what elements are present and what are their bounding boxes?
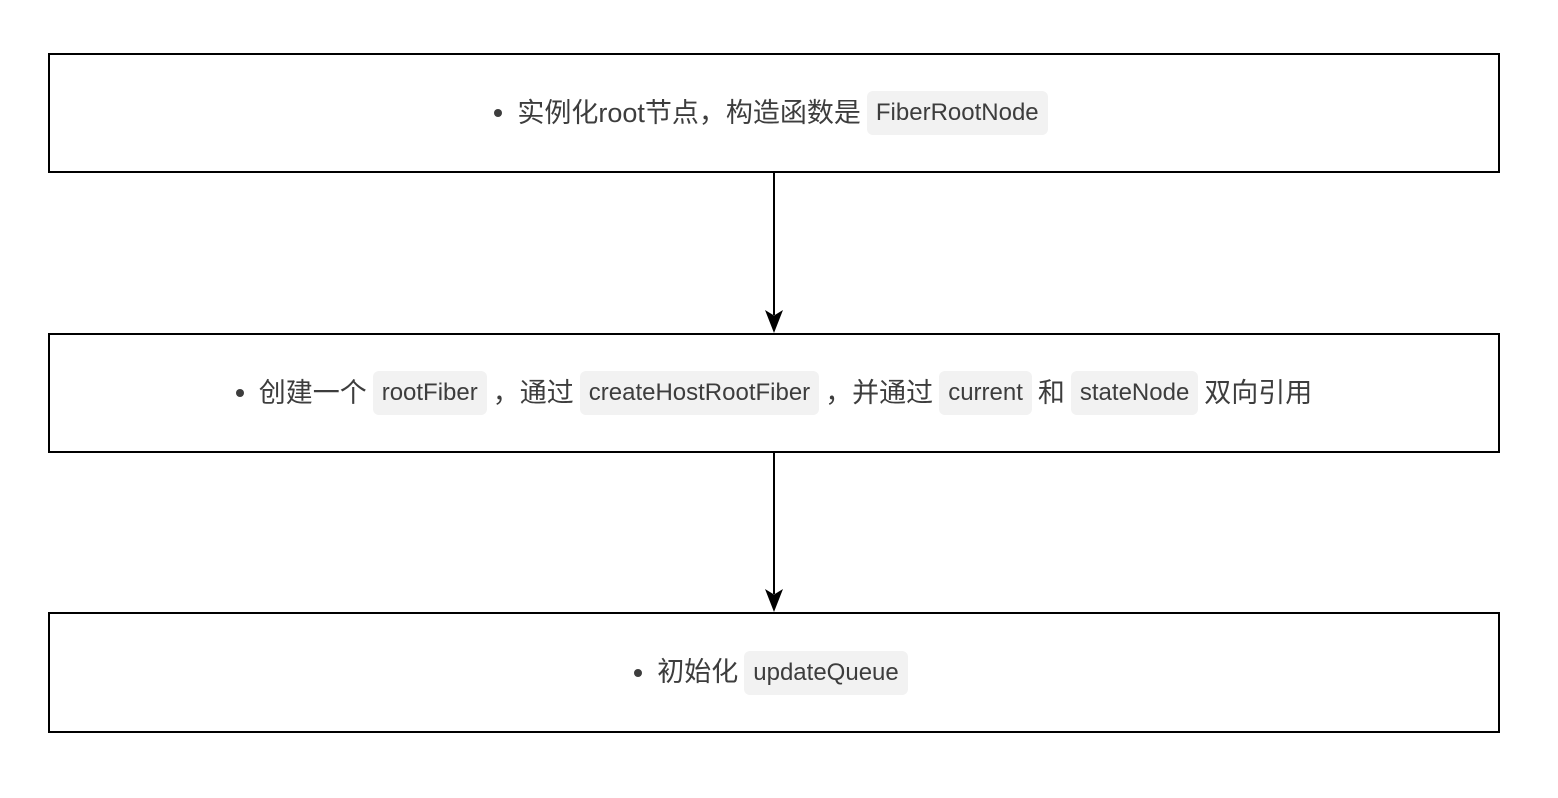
flow-box-init-update-queue: 初始化 updateQueue (48, 612, 1500, 733)
inline-code-root-fiber: rootFiber (372, 371, 487, 415)
text-segment: ，通过 (492, 377, 574, 408)
flow-box-content: 初始化 updateQueue (634, 650, 913, 695)
inline-code-state-node: stateNode (1070, 371, 1199, 415)
inline-code-update-queue: updateQueue (744, 650, 908, 695)
connector-arrow-down-2 (765, 453, 783, 612)
flow-box-content: 实例化root节点，构造函数是 FiberRootNode (494, 91, 1053, 135)
inline-code-fiber-root-node: FiberRootNode (866, 91, 1048, 135)
inline-code-create-host-root-fiber: createHostRootFiber (579, 371, 820, 415)
text-segment: 实例化root节点，构造函数是 (517, 97, 861, 128)
flow-box-create-root-fiber: 创建一个 rootFiber ，通过 createHostRootFiber ，… (48, 333, 1500, 453)
text-segment: ，并通过 (825, 377, 934, 408)
bullet-icon (634, 668, 643, 677)
text-segment: 和 (1037, 377, 1065, 408)
inline-code-current: current (939, 371, 1032, 415)
flow-box-content: 创建一个 rootFiber ，通过 createHostRootFiber ，… (235, 371, 1313, 415)
text-segment: 初始化 (657, 657, 739, 688)
bullet-icon (235, 389, 244, 397)
bullet-icon (494, 109, 503, 117)
connector-arrow-down-1 (765, 173, 783, 333)
text-segment: 双向引用 (1204, 377, 1313, 408)
text-segment: 创建一个 (258, 377, 367, 408)
flow-box-create-fiber-root-node: 实例化root节点，构造函数是 FiberRootNode (48, 53, 1500, 173)
